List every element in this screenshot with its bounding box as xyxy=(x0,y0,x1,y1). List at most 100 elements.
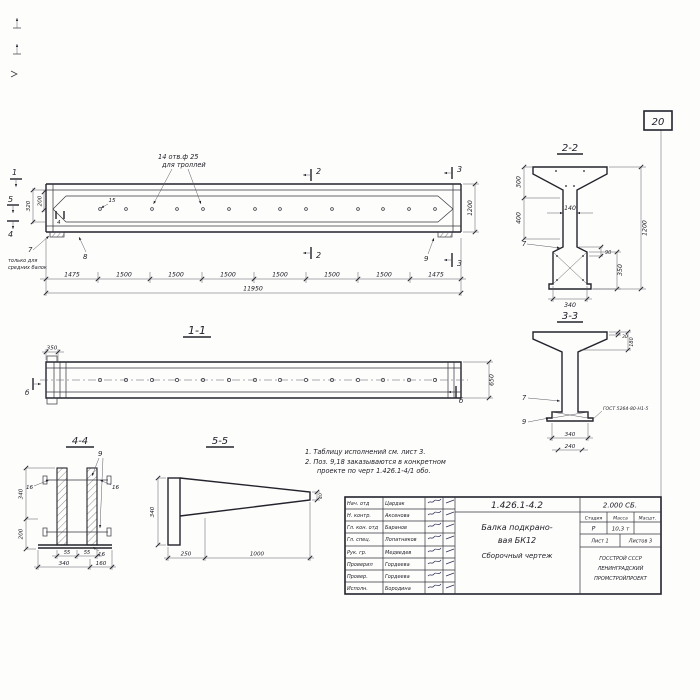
dim-label-350: 350 xyxy=(617,264,624,276)
note-line-1: 1. Таблицу исполнений см. лист 3. xyxy=(305,448,425,456)
cut-label-4: 4 xyxy=(8,230,13,239)
pos-label-9: 9 xyxy=(424,255,429,263)
titleblock-role-1: Н. контр. xyxy=(347,513,371,519)
section-3-3-view: 3-3 30 180 7 9 ГОСТ 5264-80-Н1-5 340 240 xyxy=(522,311,649,453)
left-support-pad xyxy=(49,231,65,238)
dim-label-height: 1200 xyxy=(467,200,474,216)
dim-label-span: 1500 xyxy=(220,272,236,279)
dim-label-1000: 1000 xyxy=(250,552,265,558)
titleblock-name-2: Баранов xyxy=(385,525,407,531)
span-dimension-chain: 1475 1500 1500 1500 1500 1500 1500 1475 … xyxy=(40,238,466,296)
dim-label-16: 16 xyxy=(112,485,120,491)
dim-label-16: 16 xyxy=(26,485,34,491)
sheet-frame: 20 xyxy=(643,110,673,497)
dim-label-340: 340 xyxy=(564,302,576,309)
pos-label-9: 9 xyxy=(522,418,526,426)
dim-label-240: 240 xyxy=(565,444,576,450)
cut-label-5: 5 xyxy=(8,195,13,204)
cut-label-2: 2 xyxy=(316,251,321,260)
dim-label-650: 650 xyxy=(489,374,496,386)
dim-label-16: 16 xyxy=(98,552,106,558)
dim-label-340: 340 xyxy=(150,506,156,517)
dim-label-55: 55 xyxy=(84,550,90,556)
dim-label-340: 340 xyxy=(19,488,25,499)
titleblock-role-7: Исполн. xyxy=(347,586,368,592)
pos-label-7: 7 xyxy=(28,246,33,254)
cut-label-b-right: б xyxy=(459,397,464,405)
pos-label-7: 7 xyxy=(522,394,527,402)
dim-label-200: 200 xyxy=(19,528,25,539)
dim-label-350: 350 xyxy=(47,346,58,352)
right-support-pad xyxy=(437,231,453,238)
titleblock-name-4: Медведев xyxy=(385,550,411,556)
cut-label-4-end: 4 xyxy=(57,220,61,226)
section-label-4-4: 4-4 xyxy=(72,436,88,447)
dim-label-320: 320 xyxy=(26,200,32,211)
dim-label-span: 1500 xyxy=(168,272,184,279)
org-name-line-3: ПРОМСТРОЙПРОЕКТ xyxy=(594,575,648,582)
section-1-1-view: 1-1 350 650 б б xyxy=(25,324,496,405)
sheets-total-label: Листов 3 xyxy=(628,539,652,545)
cut-label-3: 3 xyxy=(457,165,462,174)
mass-header: Масса xyxy=(613,516,628,522)
titleblock-name-3: Лопатников xyxy=(384,537,417,543)
stage-header: Стадия xyxy=(585,516,603,522)
drawing-title-line-1: Балка подкрано- xyxy=(481,523,552,532)
titleblock-name-7: Бородина xyxy=(385,586,411,592)
trolley-holes xyxy=(98,207,437,211)
titleblock-role-3: Гл. спец. xyxy=(347,537,370,543)
titleblock-role-2: Гл. кон. отд xyxy=(347,525,379,531)
dim-label-400: 400 xyxy=(516,212,523,224)
holes-note: для троллей xyxy=(161,161,206,169)
scale-header: Масшт. xyxy=(639,516,657,522)
main-elevation-view: 14 отв.ф 25 для троллей 2 2 3 3 1 5 4 4 … xyxy=(7,153,479,296)
edge-marks xyxy=(10,18,21,78)
cut-label-1: 1 xyxy=(12,168,17,177)
dim-label-total: 11950 xyxy=(243,286,263,293)
org-name-line-1: ГОССТРОЙ СССР xyxy=(599,555,642,562)
section-4-4-view: 4-4 9 16 16 16 340 200 55 55 340 160 xyxy=(19,436,120,570)
cut-label-2: 2 xyxy=(316,167,321,176)
dim-label-span: 1500 xyxy=(324,272,340,279)
section-label-3-3: 3-3 xyxy=(562,311,578,322)
dim-label-300: 300 xyxy=(516,176,523,188)
dim-label-140: 140 xyxy=(564,205,576,212)
section-2-2-view: 2-2 300 400 140 7 90 350 1200 340 xyxy=(516,143,649,309)
edge-tick-icon xyxy=(10,70,18,78)
titleblock-name-6: Гордеева xyxy=(385,574,410,580)
section-label-1-1: 1-1 xyxy=(188,324,206,337)
sheet-count-label: Лист 1 xyxy=(590,539,608,545)
dim-label-200: 200 xyxy=(38,195,44,206)
doc-number: 1.426.1-4.2 xyxy=(491,501,543,511)
titleblock-name-5: Гордеева xyxy=(385,562,410,568)
dim-label-span: 1475 xyxy=(64,272,80,279)
pos-label-7: 7 xyxy=(522,240,527,248)
dim-label-340: 340 xyxy=(59,561,70,567)
sheet-number-box xyxy=(643,110,673,131)
note-middle-beams: средних балок xyxy=(8,265,47,271)
title-block: Нач. отд Цардак Н. контр. Аксенова Гл. к… xyxy=(344,496,662,595)
holes-note: 14 отв.ф 25 xyxy=(158,153,198,161)
dim-label-340: 340 xyxy=(565,432,576,438)
dim-label-160: 160 xyxy=(96,561,107,567)
dim-label-90: 90 xyxy=(605,250,611,256)
dim-label-55: 55 xyxy=(64,550,70,556)
dim-label-1200: 1200 xyxy=(642,220,649,236)
titleblock-role-5: Проверил xyxy=(347,562,373,568)
titleblock-role-4: Рук. гр. xyxy=(347,550,367,556)
signature-marks xyxy=(427,498,455,589)
dim-label-span: 1500 xyxy=(116,272,132,279)
section-5-5-view: 5-5 340 250 1000 40 xyxy=(150,436,324,561)
dim-label-span: 1500 xyxy=(376,272,392,279)
dim-label-250: 250 xyxy=(181,552,192,558)
dim-label-180: 180 xyxy=(629,337,635,347)
weld-note: ГОСТ 5264-80-Н1-5 xyxy=(603,406,649,412)
dim-label-30: 30 xyxy=(622,334,628,340)
titleblock-name-0: Цардак xyxy=(385,501,405,507)
doc-code: 2.000 СБ. xyxy=(603,502,637,510)
pos-label-8: 8 xyxy=(83,253,88,261)
titleblock-role-0: Нач. отд xyxy=(347,501,370,507)
pos-label-9: 9 xyxy=(98,450,103,458)
